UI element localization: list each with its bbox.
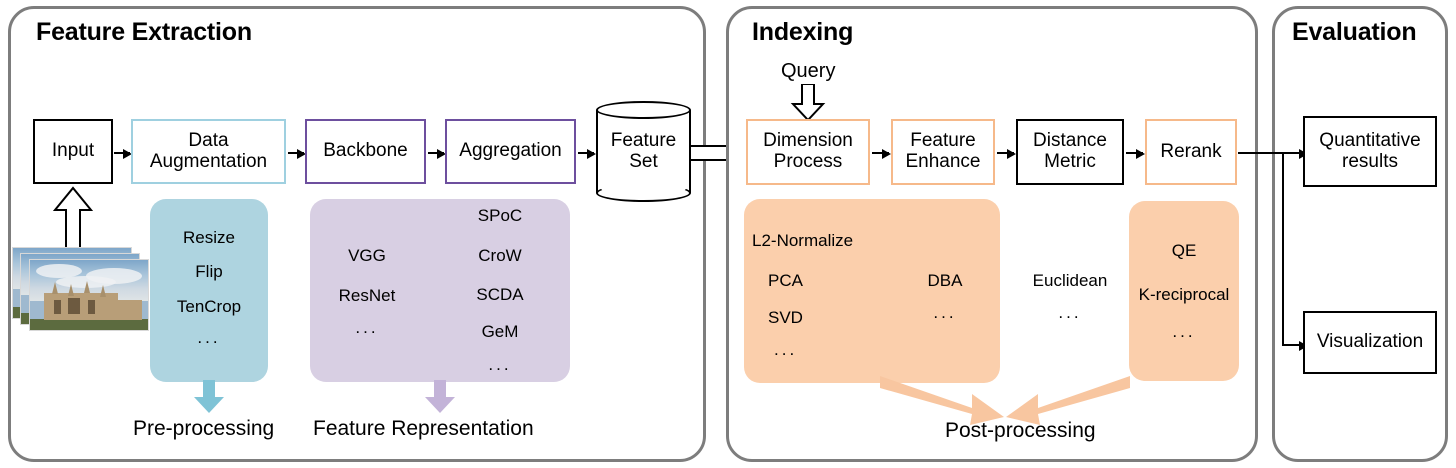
photo-spire	[52, 282, 58, 294]
box-dimension-process-line1: Dimension	[763, 130, 853, 152]
box-data-augmentation-label-line2: Augmentation	[149, 150, 268, 172]
panel-title-indexing: Indexing	[752, 18, 854, 46]
query-label: Query	[781, 60, 836, 82]
box-feature-enhance[interactable]: Feature Enhance	[891, 119, 995, 185]
arrow-backbone-to-aggregation	[428, 149, 446, 159]
pill-dimension-enhance	[744, 199, 1000, 383]
arrow-enhance-to-metric	[997, 149, 1016, 159]
box-input[interactable]: Input	[33, 119, 113, 184]
arrow-preprocessing-down	[194, 380, 224, 413]
pill-item-backbone-ellipsis: ...	[355, 318, 379, 337]
photo-grass	[30, 318, 148, 330]
feature-set-line1: Feature	[610, 129, 677, 151]
panel-title-feature-extraction: Feature Extraction	[36, 18, 252, 46]
pill-item-crow: CroW	[478, 246, 522, 265]
arrow-rerank-to-quantitative	[1238, 149, 1308, 159]
pill-item-flip: Flip	[195, 262, 223, 281]
box-rerank[interactable]: Rerank	[1145, 119, 1237, 185]
panel-evaluation	[1272, 6, 1448, 462]
feature-set-line2: Set	[629, 150, 658, 172]
pill-item-aggregation-ellipsis: ...	[488, 355, 512, 374]
box-feature-enhance-line2: Enhance	[905, 151, 981, 172]
panel-title-evaluation: Evaluation	[1292, 18, 1417, 46]
cylinder-feature-set[interactable]: Feature Set	[596, 101, 691, 202]
pill-item-tencrop: TenCrop	[176, 297, 242, 316]
pill-item-gem: GeM	[481, 322, 519, 341]
arrow-metric-to-rerank	[1126, 149, 1145, 159]
box-distance-metric-line2: Metric	[1044, 151, 1096, 172]
arrow-postprocessing-left	[880, 376, 1004, 425]
pill-preprocessing	[150, 199, 268, 382]
arrow-dimension-to-enhance	[872, 149, 891, 159]
box-distance-metric-line1: Distance	[1033, 130, 1107, 152]
cylinder-bottom	[596, 184, 691, 202]
box-backbone[interactable]: Backbone	[305, 119, 426, 184]
box-feature-enhance-line1: Feature	[910, 130, 976, 152]
box-quantitative-results-line2: results	[1342, 150, 1398, 172]
pill-item-k-reciprocal: K-reciprocal	[1138, 285, 1230, 304]
hollow-arrow-query-down	[790, 84, 826, 122]
pill-item-pca: PCA	[768, 271, 803, 290]
pill-item-dimension-ellipsis: ...	[774, 340, 798, 359]
photo-window	[68, 298, 80, 314]
hollow-arrow-images-to-input	[52, 186, 94, 256]
caption-feature-representation: Feature Representation	[313, 417, 534, 440]
cylinder-top	[596, 101, 691, 119]
pill-item-euclidean: Euclidean	[1032, 271, 1108, 290]
arrow-aggregation-to-featureset	[578, 149, 596, 159]
pill-item-resnet: ResNet	[338, 286, 396, 305]
pill-item-rerank-ellipsis: ...	[1172, 322, 1196, 341]
photo-window	[54, 300, 61, 314]
pill-item-scda: SCDA	[476, 285, 524, 304]
photo-building	[118, 300, 142, 320]
photo-window	[88, 300, 95, 314]
arrow-augmentation-to-backbone	[288, 149, 306, 159]
box-rerank-label: Rerank	[1160, 140, 1222, 162]
box-visualization-label: Visualization	[1316, 331, 1424, 353]
arrow-postprocessing-right	[1006, 376, 1130, 425]
arrow-input-to-augmentation	[114, 149, 132, 159]
box-visualization[interactable]: Visualization	[1303, 311, 1437, 374]
box-data-augmentation[interactable]: Data Augmentation	[131, 119, 286, 184]
box-aggregation[interactable]: Aggregation	[445, 119, 576, 184]
pill-item-l2-normalize: L2-Normalize	[752, 231, 854, 250]
box-dimension-process[interactable]: Dimension Process	[746, 119, 870, 185]
box-data-augmentation-label-line1: Data	[188, 129, 229, 151]
input-image-1	[29, 259, 149, 331]
photo-spire	[68, 284, 74, 296]
box-distance-metric[interactable]: Distance Metric	[1016, 119, 1124, 185]
pill-feature-representation	[310, 199, 570, 382]
cylinder-feature-set-label: Feature Set	[596, 101, 691, 202]
caption-preprocessing: Pre-processing	[133, 417, 275, 440]
box-quantitative-results[interactable]: Quantitative results	[1303, 116, 1437, 187]
connector-vertical-to-visualization	[1282, 152, 1284, 345]
pill-item-ellipsis: ...	[197, 328, 221, 347]
photo-spire	[100, 285, 106, 297]
pill-item-vgg: VGG	[348, 246, 386, 265]
box-aggregation-label: Aggregation	[459, 140, 562, 162]
pill-item-enhance-ellipsis: ...	[933, 303, 957, 322]
cylinder-body	[596, 110, 691, 193]
photo-spire	[84, 281, 90, 293]
box-input-label: Input	[51, 140, 95, 162]
photo-cloud	[36, 264, 82, 278]
box-backbone-label: Backbone	[323, 140, 408, 162]
pill-item-metric-ellipsis: ...	[1058, 303, 1082, 322]
pill-item-qe: QE	[1171, 241, 1197, 260]
pill-item-dba: DBA	[927, 271, 963, 290]
arrow-feature-representation-down	[425, 380, 455, 413]
box-quantitative-results-line1: Quantitative	[1319, 129, 1421, 151]
pill-item-resize: Resize	[183, 228, 235, 247]
caption-postprocessing: Post-processing	[945, 419, 1096, 442]
pill-item-spoc: SPoC	[477, 206, 523, 225]
box-dimension-process-line2: Process	[773, 151, 843, 172]
pill-item-svd: SVD	[768, 308, 803, 327]
pill-rerank	[1129, 201, 1239, 381]
